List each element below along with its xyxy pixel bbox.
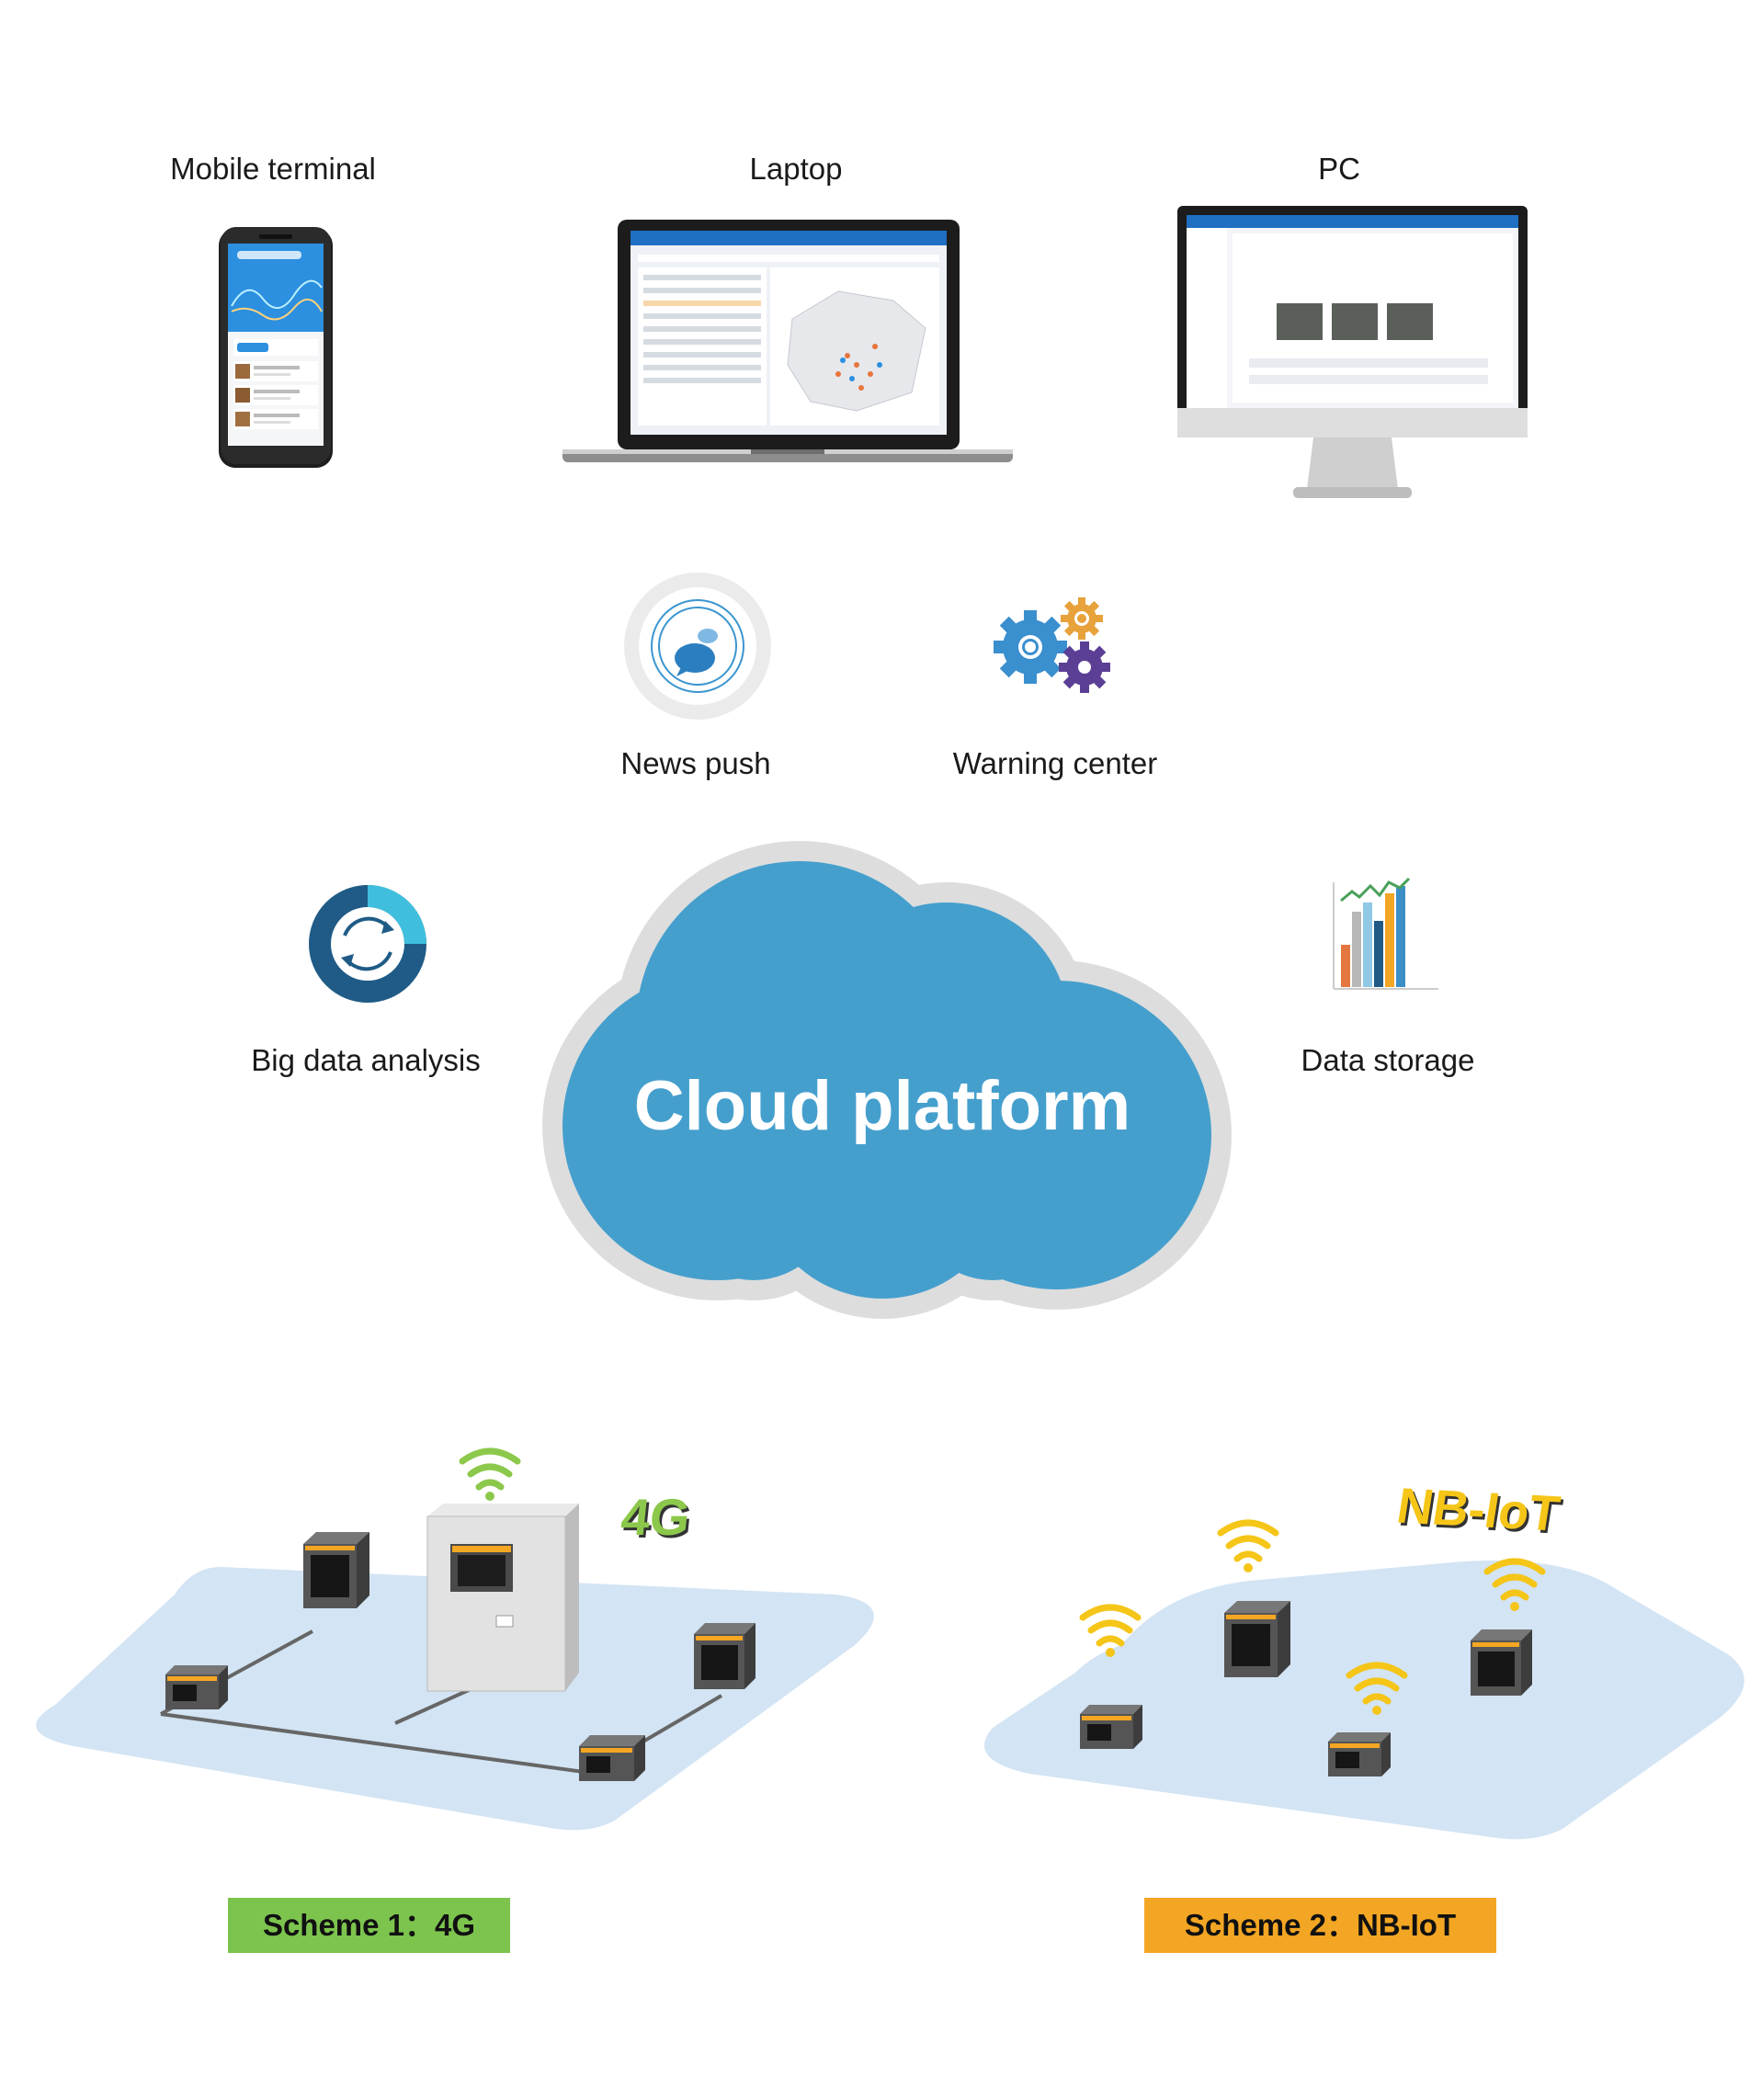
cloud-title: Cloud platform — [633, 1067, 1131, 1145]
network-badge-4g: 4G — [618, 1488, 694, 1546]
service-label-news-push: News push — [620, 746, 771, 780]
bar-chart-icon — [1333, 877, 1438, 990]
field-device-icon — [1328, 1732, 1391, 1776]
gateway-cabinet-icon — [426, 1504, 579, 1692]
service-label-big-data-analysis: Big data analysis — [251, 1043, 481, 1077]
wifi-signal-icon — [1079, 1604, 1142, 1647]
network-badge-nbiot: NB-IoT — [1392, 1478, 1564, 1542]
wifi-signal-icon — [1483, 1558, 1546, 1601]
scheme-2-label: Scheme 2：NB-IoT — [1144, 1898, 1496, 1953]
scheme-1-label: Scheme 1：4G — [228, 1898, 510, 1953]
smartphone-icon — [219, 227, 333, 468]
cloud-platform — [542, 841, 1232, 1319]
gears-icon — [994, 597, 1110, 693]
field-device-icon — [1471, 1629, 1532, 1696]
laptop-icon — [562, 220, 1013, 462]
field-device-icon — [165, 1665, 228, 1709]
device-label-pc: PC — [1318, 152, 1360, 186]
device-label-laptop: Laptop — [749, 152, 843, 186]
network-4g-diagram — [36, 1447, 874, 1831]
field-device-icon — [579, 1735, 645, 1781]
field-device-icon — [303, 1532, 369, 1608]
wifi-signal-icon — [1217, 1519, 1279, 1562]
cycle-donut-icon — [309, 885, 426, 1003]
chat-bubble-icon — [624, 573, 771, 720]
field-device-icon — [694, 1623, 756, 1689]
wifi-signal-icon — [459, 1447, 521, 1491]
service-label-data-storage: Data storage — [1301, 1043, 1475, 1077]
network-nbiot-diagram — [984, 1519, 1744, 1840]
desktop-monitor-icon — [1177, 206, 1528, 498]
field-device-icon — [1224, 1601, 1290, 1677]
service-label-warning-center: Warning center — [952, 746, 1158, 780]
field-device-icon — [1080, 1705, 1142, 1749]
device-label-mobile: Mobile terminal — [170, 152, 376, 186]
wifi-signal-icon — [1346, 1662, 1408, 1705]
